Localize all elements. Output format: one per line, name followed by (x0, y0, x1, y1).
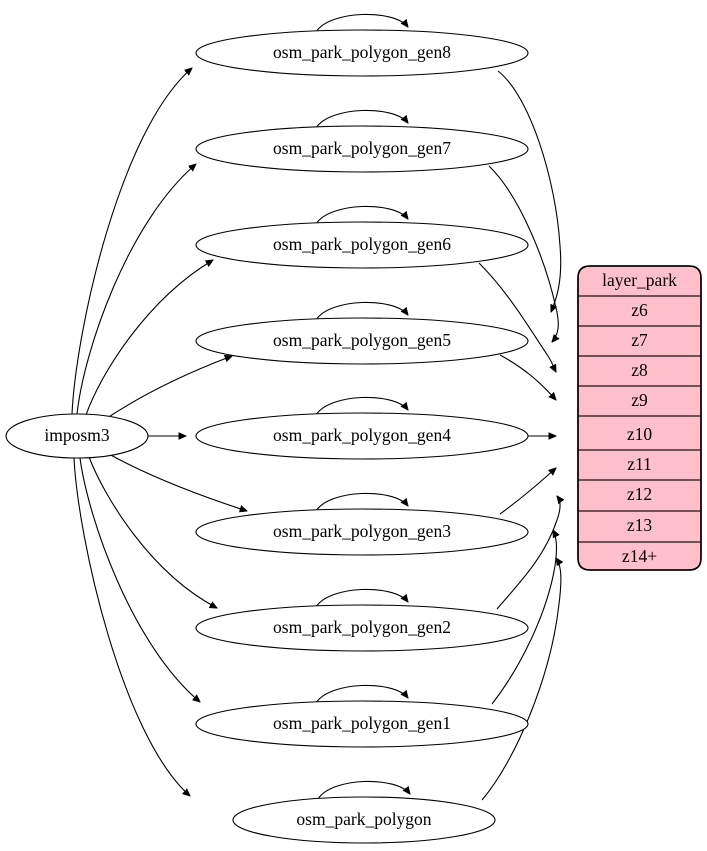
self-loop-gen8 (315, 13, 408, 33)
node-base-label: osm_park_polygon (296, 809, 431, 829)
node-gen7-label: osm_park_polygon_gen7 (273, 138, 451, 158)
row-label-z14plus: z14+ (622, 546, 657, 566)
edges-to-layer-park (478, 70, 562, 801)
layer-park-header-label: layer_park (602, 270, 677, 290)
node-gen1-label: osm_park_polygon_gen1 (273, 713, 451, 733)
layer-park-row-z7[interactable]: z7 (631, 330, 648, 350)
row-label-z10: z10 (627, 424, 653, 444)
node-gen6-label: osm_park_polygon_gen6 (273, 234, 451, 254)
node-gen2-shape[interactable] (195, 604, 529, 652)
node-gen4-shape[interactable] (195, 412, 529, 460)
layer-park-row-z14plus[interactable]: z14+ (622, 546, 657, 566)
edge-imposm3-to-gen5 (103, 356, 232, 421)
layer-park-row-z11[interactable]: z11 (627, 454, 652, 474)
node-gen6[interactable]: osm_park_polygon_gen6 (195, 221, 529, 269)
node-gen4-label: osm_park_polygon_gen4 (273, 425, 451, 445)
node-gen6-shape[interactable] (195, 221, 529, 269)
layer-park-outline (577, 265, 702, 571)
edge-base-to-z14plus (481, 558, 561, 801)
edge-imposm3-to-base (73, 457, 190, 796)
node-gen5[interactable]: osm_park_polygon_gen5 (195, 317, 529, 365)
node-gen7[interactable]: osm_park_polygon_gen7 (195, 125, 529, 173)
node-gen5-label: osm_park_polygon_gen5 (273, 330, 451, 350)
edge-imposm3-to-gen8 (71, 68, 192, 415)
self-loop-gen6 (315, 205, 408, 225)
edge-gen8-to-z6 (497, 70, 562, 312)
node-gen3[interactable]: osm_park_polygon_gen3 (195, 508, 529, 556)
self-loop-gen2 (315, 588, 408, 608)
layer-park-row-z12[interactable]: z12 (627, 484, 652, 504)
self-loop-gen1 (315, 684, 408, 704)
node-gen4[interactable]: osm_park_polygon_gen4 (195, 412, 529, 460)
row-label-z8: z8 (631, 360, 648, 380)
edge-gen2-to-z12 (496, 496, 560, 610)
row-label-z12: z12 (627, 484, 652, 504)
layer-park-row-z13[interactable]: z13 (627, 515, 653, 535)
edge-gen9-to-z9 (499, 354, 556, 400)
edge-gen1-to-z13 (491, 530, 556, 705)
self-loop-base (317, 780, 410, 800)
row-label-z13: z13 (627, 515, 653, 535)
node-imposm3-shape[interactable] (5, 413, 149, 459)
node-gen3-label: osm_park_polygon_gen3 (273, 521, 451, 541)
layer-park-row-z9[interactable]: z9 (631, 390, 648, 410)
self-loop-gen4 (315, 396, 408, 416)
nodes-layer: imposm3 osm_park_polygon_gen8 osm_park_p… (5, 29, 529, 844)
row-label-z9: z9 (631, 390, 648, 410)
edges-self-loops (315, 13, 410, 800)
edge-gen3-to-z11 (499, 468, 556, 515)
node-gen8-label: osm_park_polygon_gen8 (273, 42, 451, 62)
node-gen7-shape[interactable] (195, 125, 529, 173)
self-loop-gen7 (315, 109, 408, 129)
edge-imposm3-to-gen1 (79, 457, 200, 702)
node-base[interactable]: osm_park_polygon (232, 796, 496, 844)
row-label-z11: z11 (627, 454, 652, 474)
node-gen5-shape[interactable] (195, 317, 529, 365)
edge-imposm3-to-gen2 (88, 456, 217, 608)
layer-park-header-cell[interactable]: layer_park (602, 270, 677, 290)
node-gen1-shape[interactable] (195, 700, 529, 748)
node-gen1[interactable]: osm_park_polygon_gen1 (195, 700, 529, 748)
node-gen3-shape[interactable] (195, 508, 529, 556)
node-gen2-label: osm_park_polygon_gen2 (273, 617, 451, 637)
edge-imposm3-to-gen6 (85, 260, 213, 416)
layer-park-row-z8[interactable]: z8 (631, 360, 648, 380)
node-gen8[interactable]: osm_park_polygon_gen8 (195, 29, 529, 77)
edges-from-imposm3 (71, 68, 247, 796)
node-base-shape[interactable] (232, 796, 496, 844)
edge-gen7-to-z7 (488, 165, 558, 342)
node-gen8-shape[interactable] (195, 29, 529, 77)
node-layer-park[interactable]: layer_park z6 z7 z8 z9 z10 (577, 265, 702, 571)
self-loop-gen3 (315, 492, 408, 512)
edge-gen6-to-z8 (478, 262, 556, 372)
layer-park-row-z6[interactable]: z6 (631, 300, 648, 320)
node-imposm3-label: imposm3 (44, 425, 109, 445)
row-label-z7: z7 (631, 330, 648, 350)
edge-imposm3-to-gen7 (76, 164, 196, 415)
self-loop-gen5 (315, 301, 408, 321)
node-gen2[interactable]: osm_park_polygon_gen2 (195, 604, 529, 652)
layer-park-row-z10[interactable]: z10 (627, 424, 653, 444)
node-imposm3[interactable]: imposm3 (5, 413, 149, 459)
edge-imposm3-to-gen3 (106, 452, 247, 511)
row-label-z6: z6 (631, 300, 648, 320)
